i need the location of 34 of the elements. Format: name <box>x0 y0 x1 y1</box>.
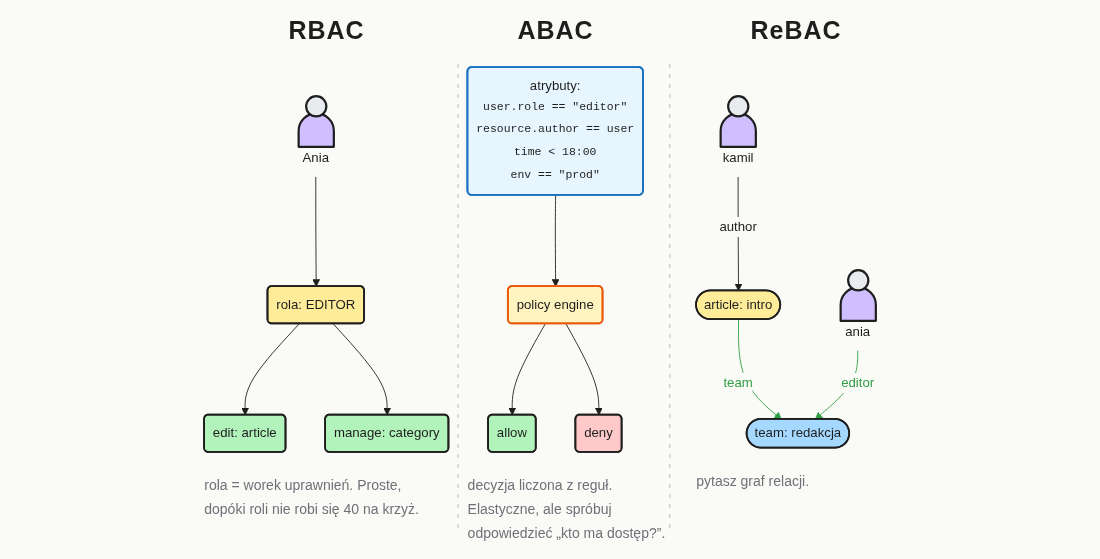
column-heading: ReBAC <box>750 16 842 45</box>
permission-box <box>203 413 287 453</box>
resource-pill <box>695 289 782 320</box>
box-heading: atrybuty: <box>530 77 581 93</box>
decision-box <box>574 413 623 453</box>
node-label: edit: article <box>213 425 277 441</box>
column-heading: ABAC <box>517 16 594 45</box>
code-line: env == "prod" <box>510 167 601 182</box>
note-text: pytasz graf relacji. <box>696 471 811 491</box>
code-line: user.role == "editor" <box>483 100 628 114</box>
node-label: team: redakcja <box>754 425 842 441</box>
person-name: kamil <box>722 150 754 166</box>
code-line: time < 18:00 <box>514 145 597 159</box>
node-label: manage: category <box>334 425 440 441</box>
column-heading: RBAC <box>288 16 365 45</box>
code-line: resource.author == user <box>476 122 635 136</box>
note-text: rola = worek uprawnień. Proste, dopóki roli nie robi się 40 na krzyż. <box>204 475 420 519</box>
node-label: allow <box>497 425 528 441</box>
role-box <box>266 285 366 325</box>
node-label: deny <box>584 425 613 441</box>
node-label: policy engine <box>516 296 594 312</box>
edge-label: editor <box>841 372 875 393</box>
team-pill <box>745 418 851 449</box>
edge-label: team <box>723 372 753 393</box>
node-label: rola: EDITOR <box>276 296 356 312</box>
edge-label: author <box>719 216 758 237</box>
decision-box <box>487 413 537 453</box>
permission-box <box>324 413 450 453</box>
node-label: article: intro <box>704 296 773 312</box>
engine-box <box>507 285 604 325</box>
person-name: ania <box>845 323 871 339</box>
person-name: Ania <box>302 150 330 166</box>
attributes-box <box>466 66 645 196</box>
note-text: decyzja liczona z reguł. Elastyczne, ale spróbuj odpowiedzieć „kto ma dostęp?”. <box>467 475 667 543</box>
